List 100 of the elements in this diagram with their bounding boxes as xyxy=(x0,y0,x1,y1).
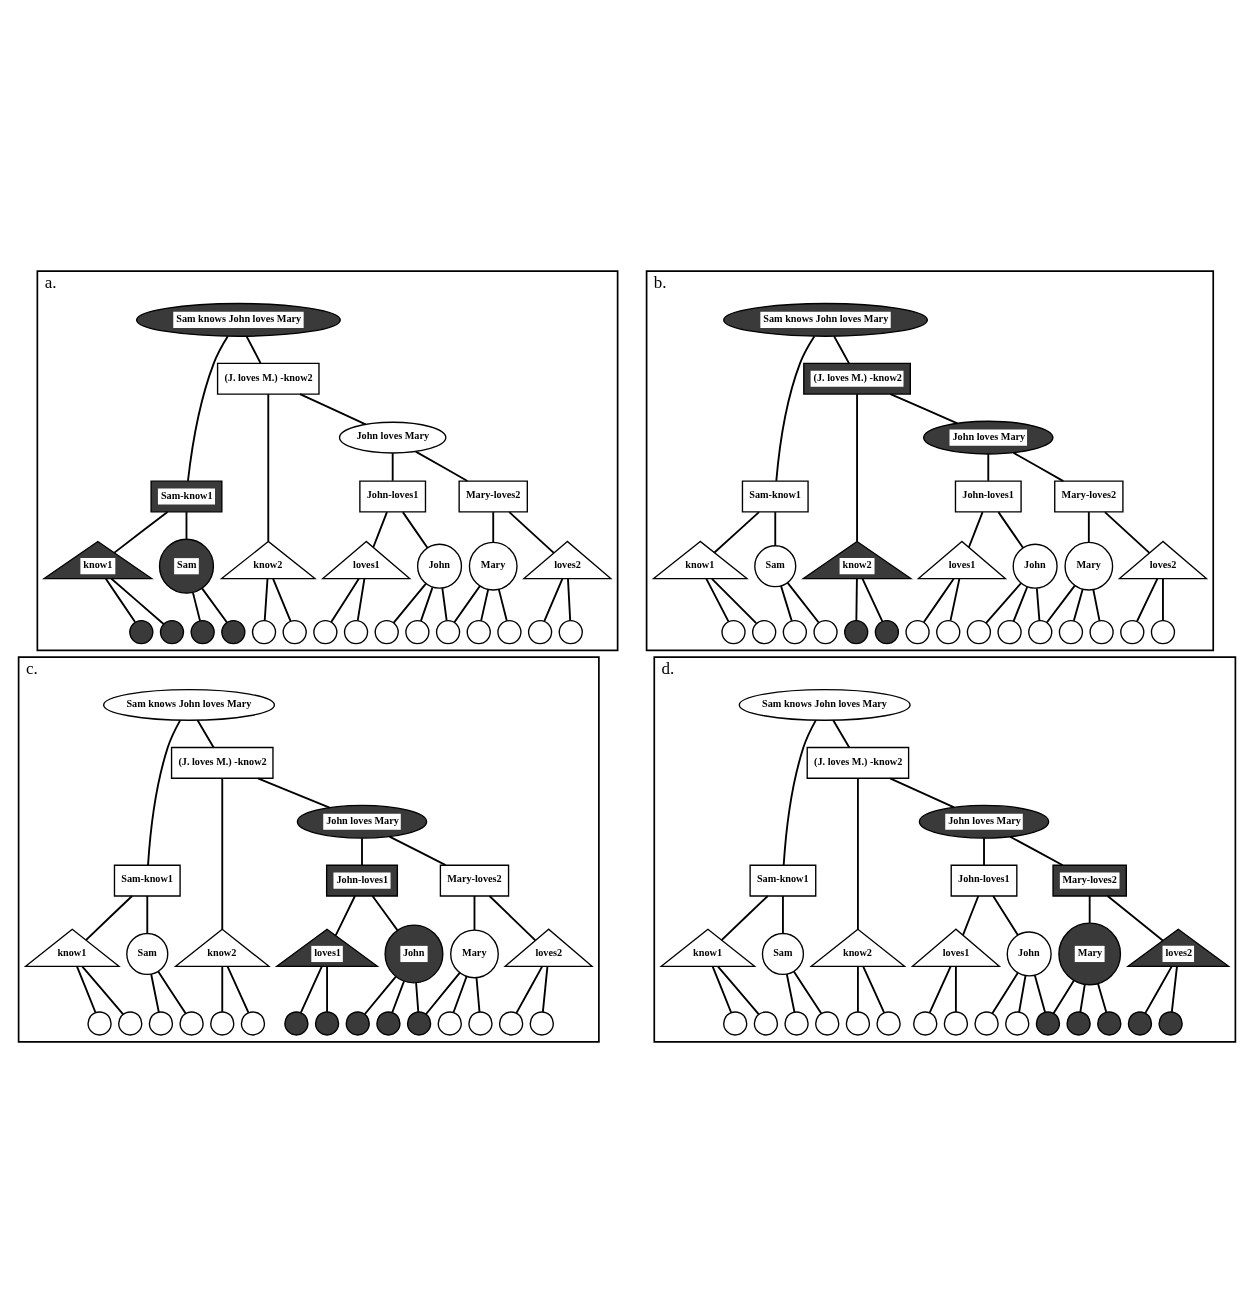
connector xyxy=(1106,894,1164,941)
connector xyxy=(226,965,250,1014)
connector xyxy=(928,965,952,1014)
node-circle xyxy=(314,1010,340,1036)
node-circle xyxy=(435,619,461,644)
node-circle xyxy=(87,1010,112,1036)
connector xyxy=(272,577,292,622)
node-circle xyxy=(376,1010,401,1036)
connector xyxy=(774,510,777,547)
node-circle xyxy=(282,619,307,644)
node-circle xyxy=(813,619,838,644)
connector xyxy=(1035,587,1041,621)
connector xyxy=(922,577,955,623)
node-circle xyxy=(1089,619,1114,644)
node-box: Sam-know1 xyxy=(749,864,817,897)
connector xyxy=(76,965,97,1013)
connector xyxy=(1009,835,1064,866)
node-circle xyxy=(1120,619,1145,644)
connector xyxy=(782,718,817,866)
connector xyxy=(420,585,434,622)
connector xyxy=(201,587,228,623)
connector xyxy=(515,965,543,1014)
node-circle: Mary xyxy=(468,541,518,591)
connector xyxy=(263,577,269,621)
connector xyxy=(453,584,481,623)
node-ellipse: Sam knows John loves Mary xyxy=(135,302,341,337)
node-circle xyxy=(558,619,583,644)
node-circle: John xyxy=(384,923,444,983)
connector xyxy=(785,972,796,1013)
connector xyxy=(1072,587,1084,622)
node-circle xyxy=(1035,1010,1061,1036)
connector xyxy=(401,510,429,549)
connector xyxy=(110,577,165,625)
connector xyxy=(256,776,331,809)
connector xyxy=(705,577,730,623)
node-box: Mary-loves2 xyxy=(439,864,510,897)
connector xyxy=(192,591,201,622)
node-circle xyxy=(1058,619,1084,644)
node-ellipse: John loves Mary xyxy=(918,804,1050,839)
connector xyxy=(1018,974,1027,1013)
node-circle xyxy=(1150,619,1176,644)
connector xyxy=(711,965,733,1013)
node-circle xyxy=(874,619,900,644)
node-circle xyxy=(943,1010,969,1036)
node-circle xyxy=(159,619,185,644)
connector xyxy=(415,981,420,1013)
node-circle xyxy=(845,1010,871,1036)
connector xyxy=(104,577,137,623)
connector xyxy=(425,971,461,1015)
connector xyxy=(782,894,784,934)
connector xyxy=(983,836,985,866)
connector xyxy=(480,588,490,622)
connector xyxy=(992,894,1019,936)
connector xyxy=(497,587,508,622)
connector xyxy=(334,894,356,936)
connector xyxy=(475,976,481,1013)
node-circle xyxy=(905,619,930,644)
connector xyxy=(567,577,572,621)
connector xyxy=(363,975,397,1015)
node-circle xyxy=(913,1010,938,1036)
connector xyxy=(1170,965,1178,1013)
connector xyxy=(861,577,884,622)
connector xyxy=(361,836,363,866)
node-circle xyxy=(190,619,215,644)
connector xyxy=(245,334,262,364)
node-circle xyxy=(251,619,277,644)
node-circle xyxy=(345,1010,370,1036)
node-circle xyxy=(529,1010,554,1036)
node-box: John-loves1 xyxy=(950,864,1018,897)
connector xyxy=(1045,584,1076,623)
node-circle xyxy=(1066,1010,1091,1036)
node-circle xyxy=(752,619,777,644)
connector xyxy=(392,582,427,624)
connector xyxy=(391,979,405,1013)
connector xyxy=(862,965,886,1014)
connector xyxy=(833,334,850,364)
node-circle xyxy=(815,1010,840,1036)
node-box: (J. loves M.) -know2 xyxy=(170,746,274,779)
connector xyxy=(414,450,469,482)
connector xyxy=(221,776,224,930)
node-circle xyxy=(374,619,399,644)
node-circle xyxy=(406,1010,432,1036)
connector xyxy=(488,894,537,941)
connector xyxy=(967,510,984,548)
connector xyxy=(832,718,851,748)
node-circle xyxy=(997,619,1022,644)
node-box: Mary-loves2 xyxy=(1052,864,1127,897)
node-circle xyxy=(313,619,338,644)
connector xyxy=(987,452,990,482)
connector xyxy=(330,577,360,623)
connector xyxy=(855,577,858,621)
node-box: (J. loves M.) -know2 xyxy=(803,362,911,395)
connector xyxy=(1144,965,1173,1014)
connector xyxy=(196,718,215,748)
node-circle: Sam xyxy=(126,932,169,975)
connector xyxy=(1079,982,1086,1013)
node-circle: Mary xyxy=(1058,922,1122,985)
connector xyxy=(1103,510,1151,554)
connector xyxy=(889,392,959,424)
connector xyxy=(1087,510,1090,544)
